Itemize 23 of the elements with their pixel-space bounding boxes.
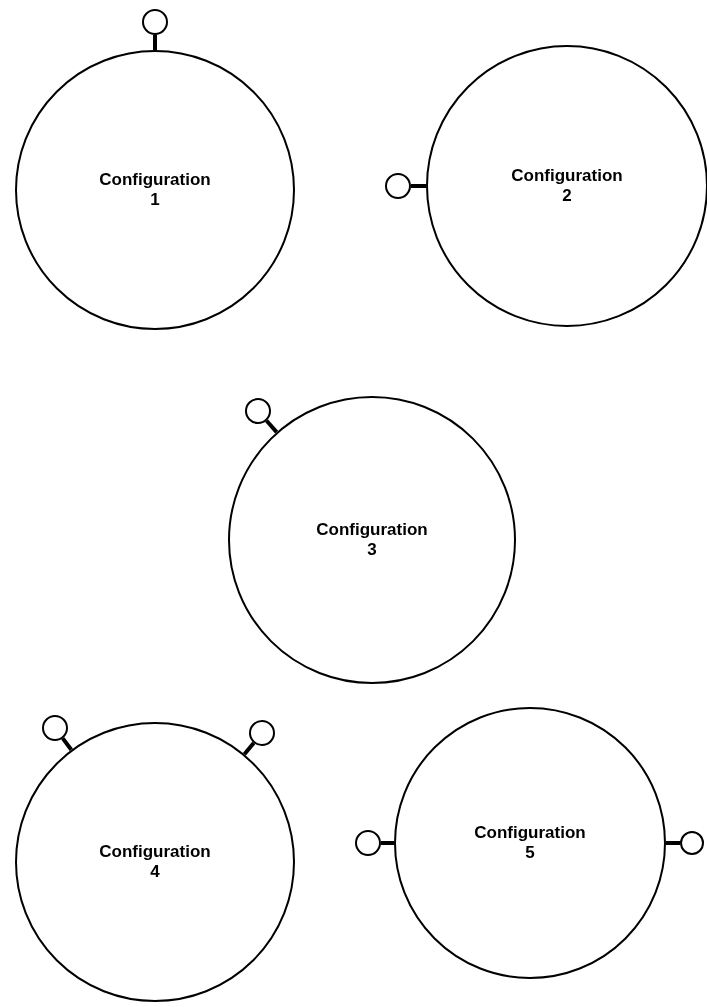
small-circle <box>385 173 411 199</box>
connector-line <box>265 419 279 434</box>
node-label: Configuration 2 <box>510 166 624 206</box>
connector-line <box>381 841 394 845</box>
connector-line <box>153 35 157 50</box>
node-label: Configuration 4 <box>98 842 212 882</box>
connector-line <box>411 184 426 188</box>
small-circle <box>355 830 381 856</box>
configuration-circle <box>228 396 516 684</box>
connector-line <box>666 841 680 845</box>
connector-line <box>61 737 73 751</box>
configuration-circle <box>15 722 295 1002</box>
small-circle <box>42 715 68 741</box>
node-label: Configuration 5 <box>473 823 587 863</box>
small-circle <box>249 720 275 746</box>
node-label: Configuration 3 <box>315 520 429 560</box>
small-circle <box>142 9 168 35</box>
configuration-circle <box>394 707 666 979</box>
node-label: Configuration 1 <box>98 170 212 210</box>
connector-line <box>242 741 256 756</box>
small-circle <box>680 831 704 855</box>
configuration-circle <box>15 50 295 330</box>
small-circle <box>245 398 271 424</box>
